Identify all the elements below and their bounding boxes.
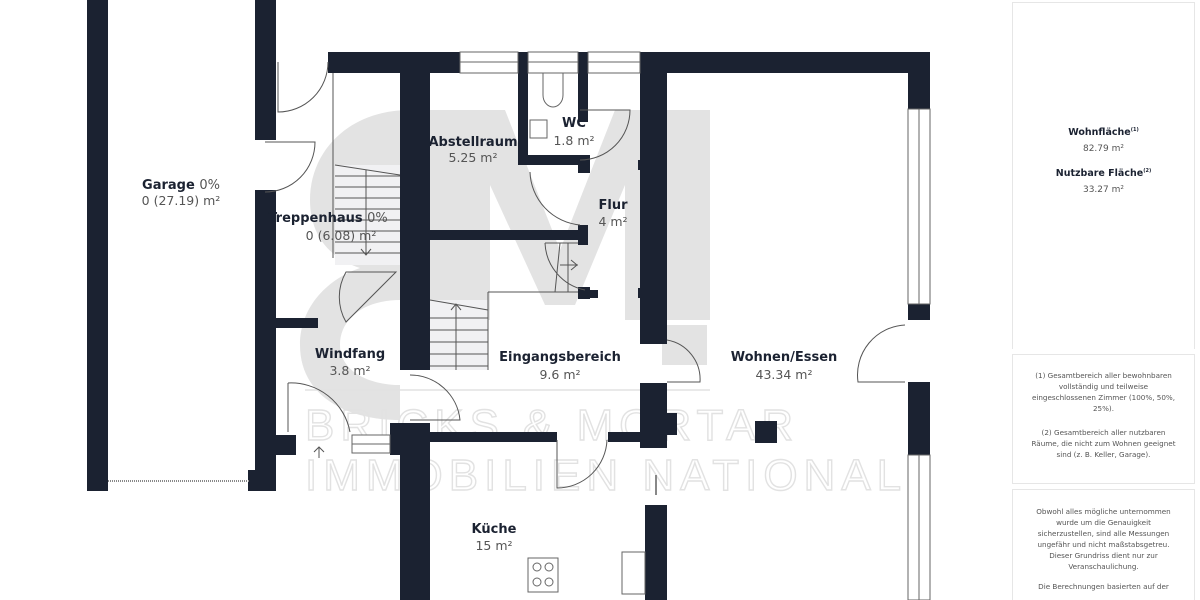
room-name: Treppenhaus — [268, 211, 363, 226]
room-name: Wohnen/Essen — [731, 350, 838, 365]
stair-right-arrow-icon — [570, 259, 578, 271]
room-kueche: Küche 15 m² — [472, 522, 517, 553]
disclaimer-text: Obwohl alles mögliche unternommen wurde … — [1036, 507, 1171, 571]
kitchen-sink-icon — [621, 551, 646, 595]
area-summary-card: Wohnfläche(1) 82.79 m² Nutzbare Fläche(2… — [1012, 2, 1195, 349]
info-panel: Wohnfläche(1) 82.79 m² Nutzbare Fläche(2… — [1012, 0, 1195, 600]
wohnflaeche-label: Wohnfläche — [1068, 127, 1131, 139]
stove-icon — [527, 557, 559, 593]
nutzflaeche-value: 33.27 m² — [1082, 185, 1124, 196]
footnote-1: (1) Gesamtbereich aller bewohnbaren voll… — [1031, 371, 1176, 413]
wohnflaeche-value: 82.79 m² — [1082, 144, 1124, 155]
room-treppenhaus: Treppenhaus 0% 0 (6.08) m² — [268, 211, 388, 243]
wohnflaeche-block: Wohnfläche(1) 82.79 m² — [1013, 127, 1194, 154]
svg-text:Treppenhaus 0%: Treppenhaus 0% — [268, 211, 388, 226]
room-area: 3.8 m² — [329, 363, 370, 378]
room-percent: 0% — [367, 211, 388, 226]
room-percent: 0% — [199, 178, 220, 193]
room-eingangsbereich: Eingangsbereich 9.6 m² — [499, 350, 621, 382]
footnote-marker: (2) — [1143, 168, 1152, 175]
room-abstellraum: Abstellraum 5.25 m² — [428, 135, 517, 165]
garage-walls — [87, 0, 276, 491]
windows — [351, 51, 931, 600]
floor-plan: BRICKS & MORTAR IMMOBILIEN NATIONAL — [87, 0, 931, 600]
footnotes-card: (1) Gesamtbereich aller bewohnbaren voll… — [1012, 354, 1195, 484]
disclaimer-card: Obwohl alles mögliche unternommen wurde … — [1012, 489, 1195, 600]
room-area: 15 m² — [475, 538, 512, 553]
room-area: 4 m² — [598, 214, 627, 229]
room-flur: Flur 4 m² — [598, 198, 628, 229]
room-windfang: Windfang 3.8 m² — [315, 347, 385, 378]
svg-text:Garage 0%: Garage 0% — [142, 178, 220, 193]
room-name: Eingangsbereich — [499, 350, 621, 365]
footnote-marker: (1) — [1130, 127, 1139, 133]
room-name: Flur — [598, 198, 628, 213]
room-name: Abstellraum — [428, 135, 517, 150]
room-garage: Garage 0% 0 (27.19) m² — [142, 178, 221, 208]
stair-up-arrow-icon — [450, 303, 462, 311]
fixtures — [313, 72, 657, 595]
up-arrow-icon — [313, 446, 325, 458]
footnote-2: (2) Gesamtbereich aller nutzbaren Räume,… — [1031, 428, 1176, 459]
room-wohnen-essen: Wohnen/Essen 43.34 m² — [731, 350, 838, 382]
room-wc: WC 1.8 m² — [553, 116, 594, 148]
disclaimer-text-2: Die Berechnungen basierten auf der — [1038, 582, 1169, 591]
room-name: Küche — [472, 522, 517, 537]
stairs — [332, 73, 578, 370]
toilet-icon — [542, 72, 564, 108]
nutzflaeche-block: Nutzbare Fläche(2) 33.27 m² — [1013, 168, 1194, 195]
watermark-line2: IMMOBILIEN NATIONAL — [305, 451, 907, 500]
room-area: 1.8 m² — [553, 133, 594, 148]
room-area: 5.25 m² — [449, 150, 498, 165]
room-area: 0 (6.08) m² — [306, 228, 377, 243]
room-name: Windfang — [315, 347, 385, 362]
room-area: 43.34 m² — [756, 367, 813, 382]
room-area: 9.6 m² — [539, 367, 580, 382]
room-name: Garage — [142, 178, 195, 193]
sink-icon — [529, 119, 548, 139]
main-walls — [276, 52, 930, 600]
stair-down-arrow-icon — [360, 248, 372, 256]
doors — [264, 61, 906, 489]
room-name: WC — [562, 116, 586, 131]
room-area: 0 (27.19) m² — [142, 193, 221, 208]
nutzflaeche-label: Nutzbare Fläche — [1055, 168, 1144, 180]
